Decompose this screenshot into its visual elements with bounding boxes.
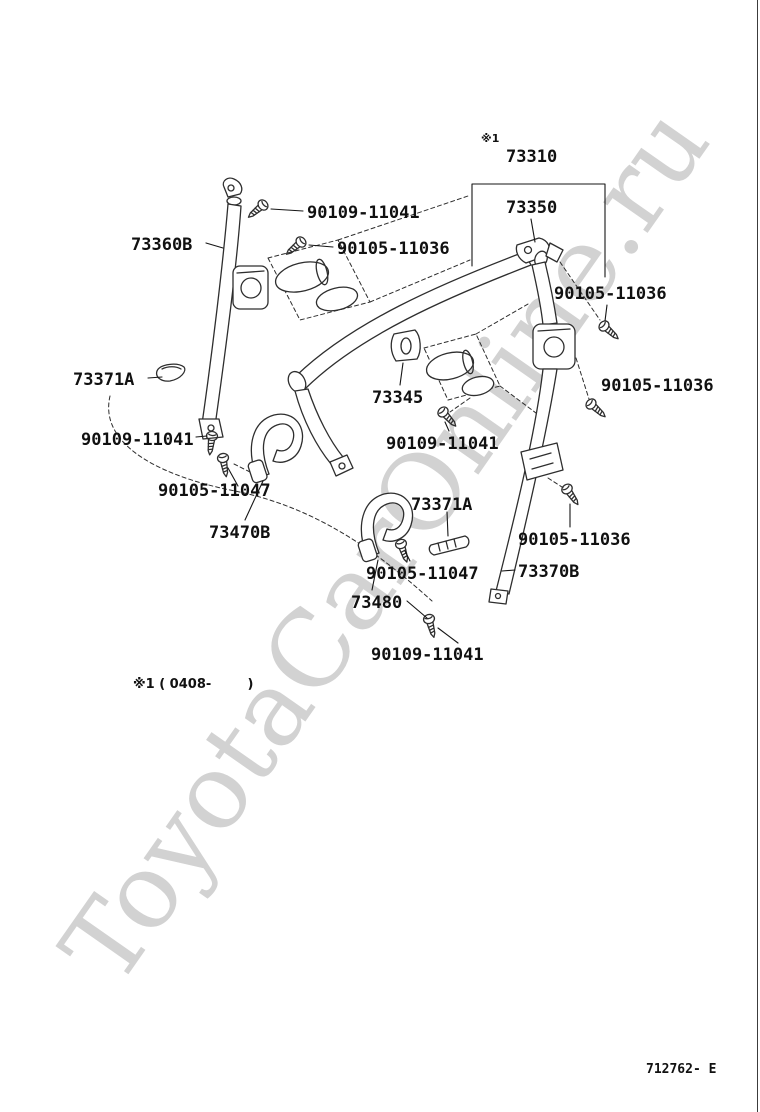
construction-dashed-lines — [108, 195, 601, 602]
bolt-icon — [596, 318, 623, 344]
bolt-icon — [435, 404, 461, 431]
part-label-73371a-b: 73371A — [411, 495, 473, 515]
inner-buckle-73480 — [357, 492, 414, 563]
bolt-icon — [216, 451, 233, 479]
part-label-73370b: 73370B — [518, 562, 580, 582]
belt-guide-73345 — [390, 329, 421, 362]
part-label-90109-11041-c: 90109-11041 — [386, 434, 499, 454]
part-label-73371a-a: 73371A — [73, 370, 135, 390]
part-label-90109-11041-a: 90109-11041 — [307, 203, 420, 223]
part-label-73350: 73350 — [506, 198, 558, 218]
seat-belt-assembly-73360b — [198, 177, 269, 440]
drawing-code: 712762- E — [646, 1062, 717, 1077]
leader-lines — [147, 208, 571, 644]
ref-marker-1: ※1 — [481, 132, 500, 145]
anchor-cover-73371a-left — [155, 363, 186, 382]
part-label-90105-11036-a: 90105-11036 — [337, 239, 450, 259]
anchor-cover-73371a-right — [428, 535, 470, 556]
part-label-90109-11041-d: 90109-11041 — [371, 645, 484, 665]
part-label-90105-11047-b: 90105-11047 — [366, 564, 479, 584]
inner-buckle-73470b — [247, 413, 304, 484]
bolt-icon — [421, 612, 440, 640]
seat-cushion-cylinders — [274, 258, 495, 397]
part-label-73360b: 73360B — [131, 235, 193, 255]
part-label-90105-11036-c: 90105-11036 — [601, 376, 714, 396]
shoulder-belt-73350 — [287, 251, 532, 477]
part-label-73470b: 73470B — [209, 523, 271, 543]
bolt-icon — [559, 481, 584, 509]
part-label-73310: 73310 — [506, 147, 558, 167]
bolt-icon — [244, 197, 271, 223]
part-label-90109-11041-b: 90109-11041 — [81, 430, 194, 450]
page-border-right — [757, 0, 758, 1112]
bolt-icon — [282, 234, 309, 260]
group-bracket-73310 — [471, 183, 608, 322]
part-label-73345: 73345 — [372, 388, 424, 408]
part-label-73480: 73480 — [351, 593, 403, 613]
part-label-90105-11036-b: 90105-11036 — [554, 284, 667, 304]
seat-belt-assembly-73370b — [488, 237, 576, 605]
part-label-90105-11047-a: 90105-11047 — [158, 481, 271, 501]
applicability-note: ※1 ( 0408- ) — [133, 677, 254, 692]
bolt-icon — [583, 396, 610, 422]
part-label-90105-11036-d: 90105-11036 — [518, 530, 631, 550]
